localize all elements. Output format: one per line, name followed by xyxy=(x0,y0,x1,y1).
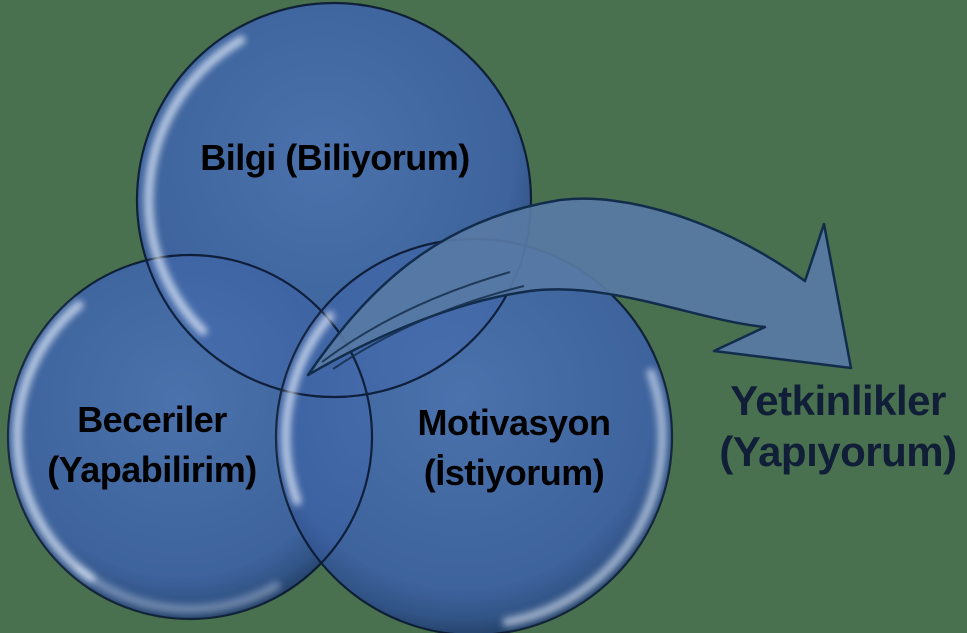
label-line: Bilgi (Biliyorum) xyxy=(200,137,470,178)
curved-arrow-icon xyxy=(306,197,853,377)
gloss-highlights xyxy=(12,35,667,627)
label-line: (Yapabilirim) xyxy=(47,449,257,490)
circle-label-motivasyon: Motivasyon (İstiyorum) xyxy=(364,398,664,498)
circle-label-bilgi: Bilgi (Biliyorum) xyxy=(140,133,530,183)
result-label: Yetkinlikler (Yapıyorum) xyxy=(698,375,967,477)
circle-label-beceriler: Beceriler (Yapabilirim) xyxy=(2,395,302,495)
arrow-tail-streaks xyxy=(321,271,525,370)
result-line: Yetkinlikler xyxy=(730,377,946,424)
result-line: (Yapıyorum) xyxy=(719,428,957,475)
circle-beceriler xyxy=(8,255,372,619)
label-line: (İstiyorum) xyxy=(423,452,605,493)
label-line: Beceriler xyxy=(77,399,227,440)
label-line: Motivasyon xyxy=(417,402,611,443)
